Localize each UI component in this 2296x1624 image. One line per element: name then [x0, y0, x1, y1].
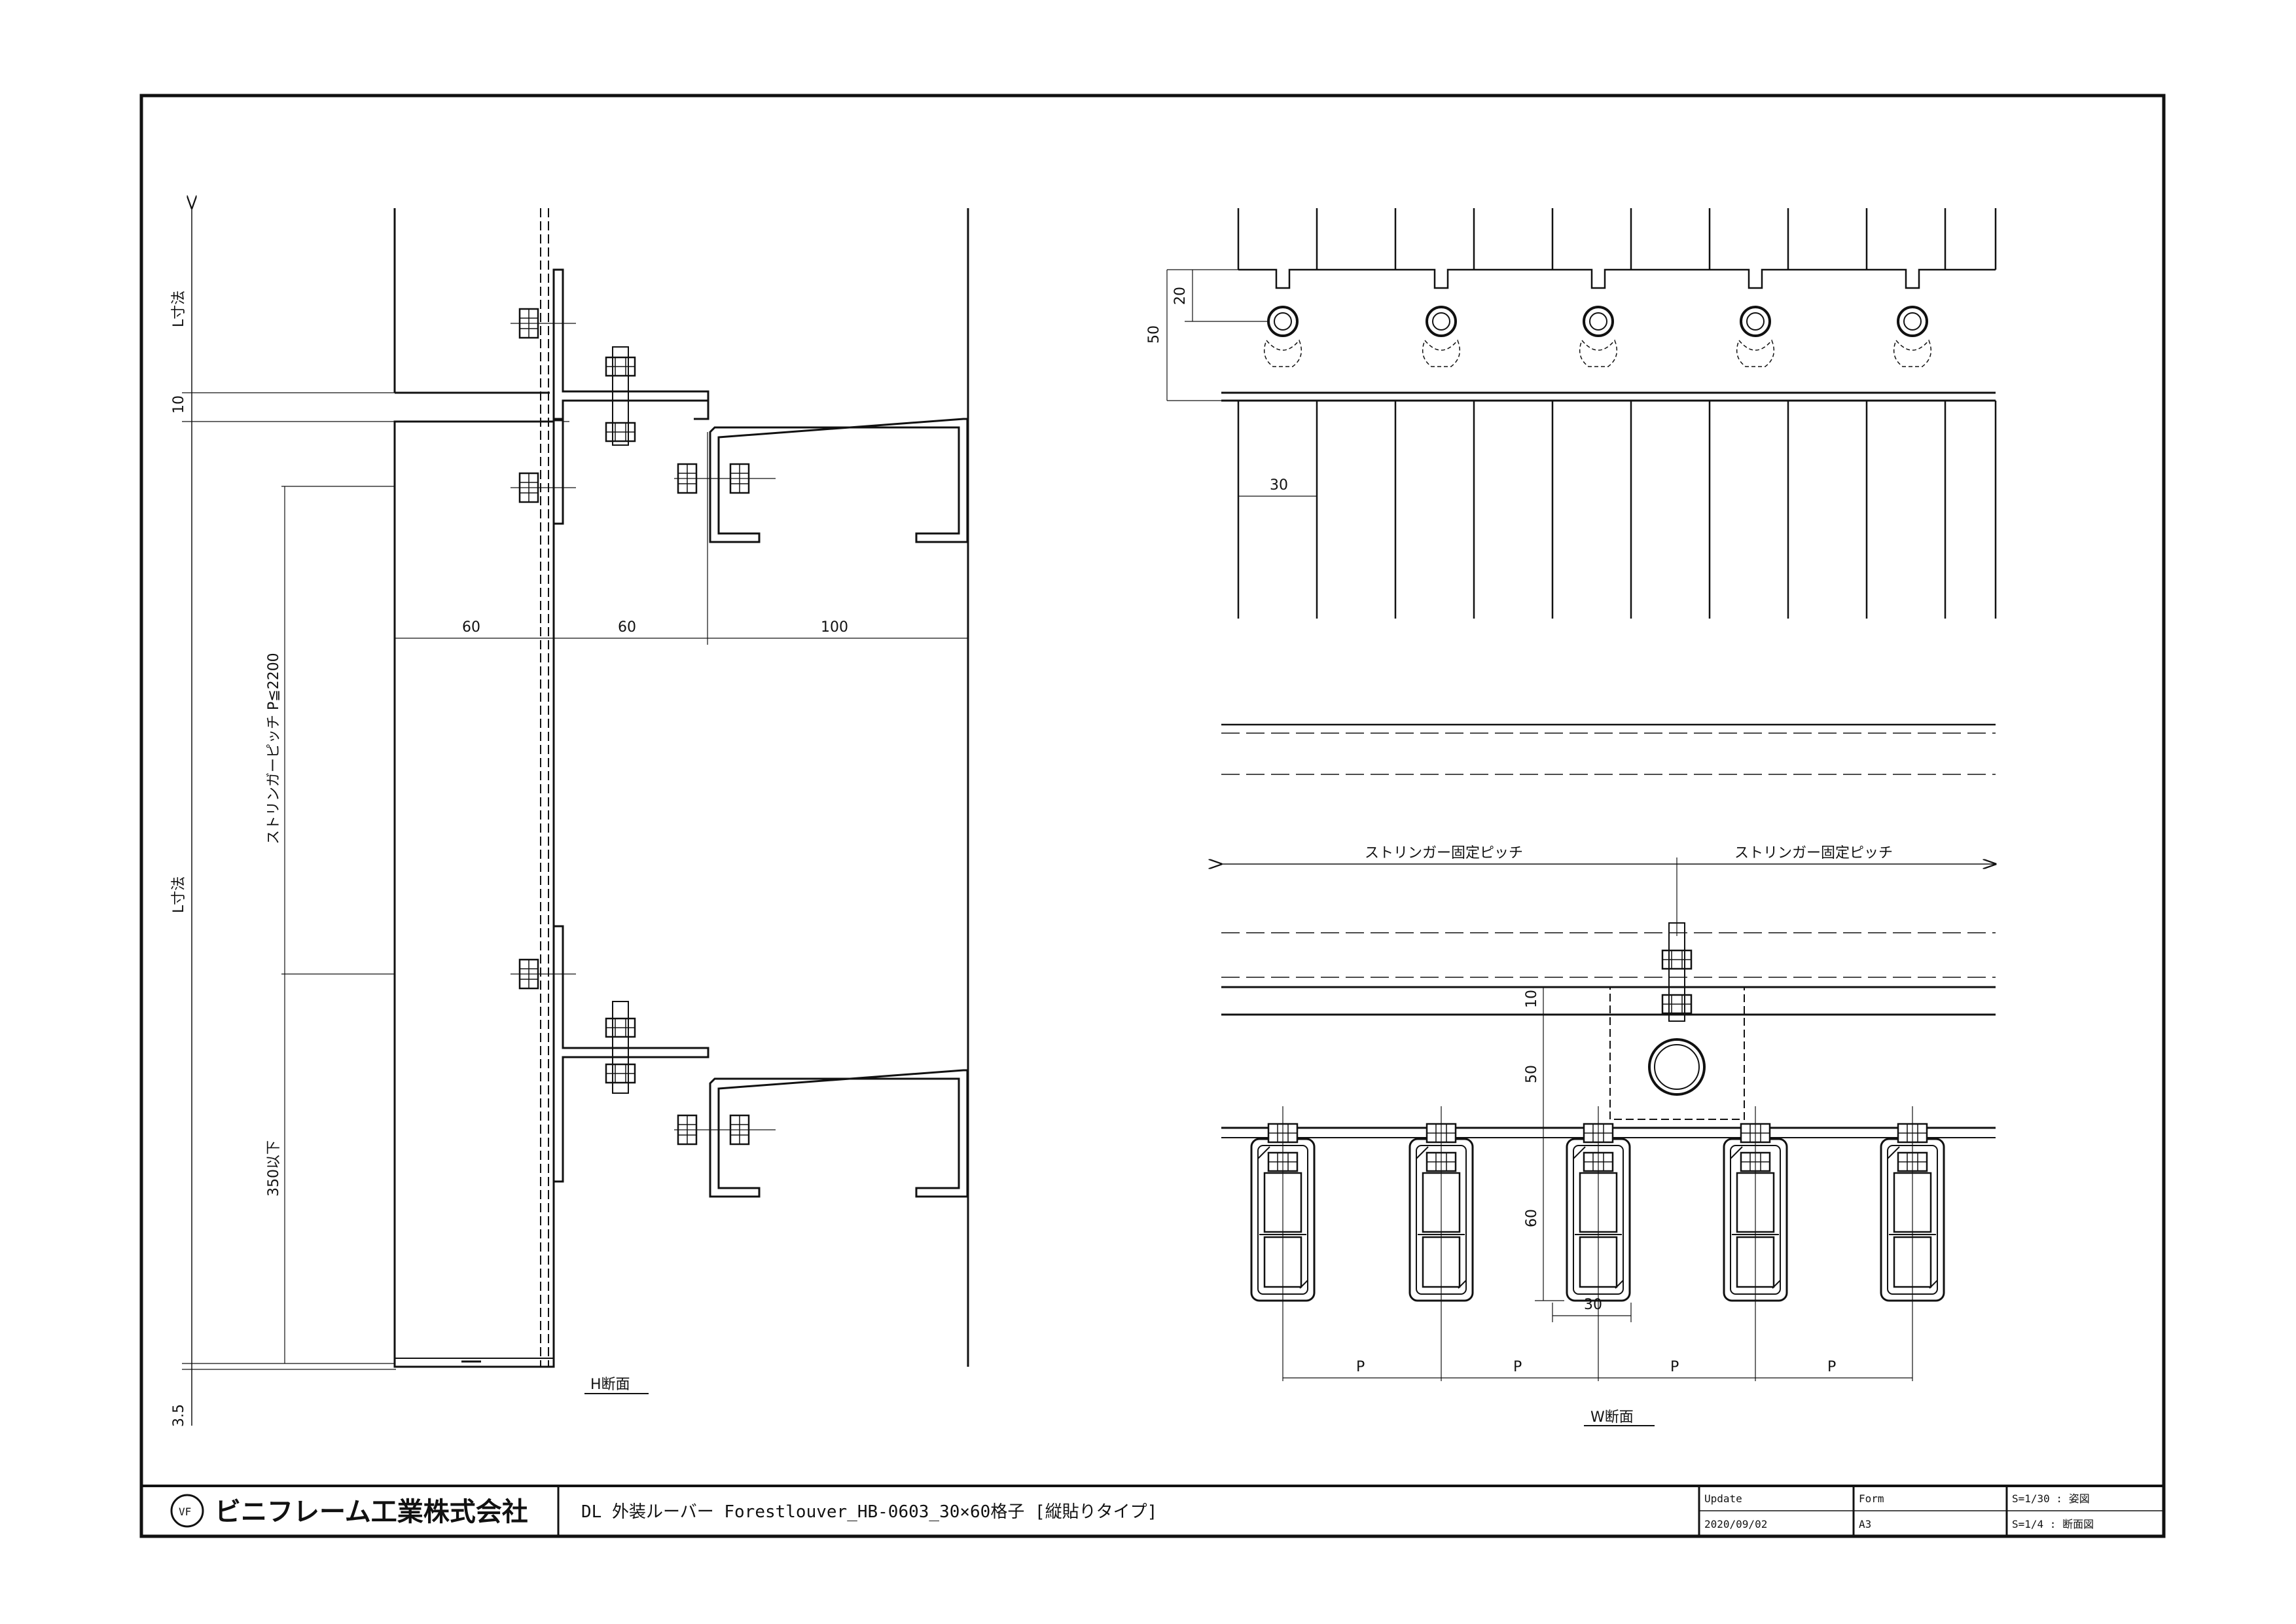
- dim-pitch: ストリンガーピッチ P≦2200: [266, 653, 282, 844]
- dim-l-main: L寸法: [171, 876, 187, 913]
- w-section-label: W断面: [1590, 1409, 1634, 1426]
- dim-60-a: 60: [462, 619, 480, 636]
- company-name: ビニフレーム工業株式会社: [215, 1497, 528, 1527]
- update-date: 2020/09/02: [1704, 1518, 1767, 1530]
- h-section-label: H断面: [590, 1377, 630, 1393]
- company-logo-letters: VF: [179, 1506, 191, 1518]
- h-section-drawing: [182, 208, 969, 1426]
- dim-50-w: 50: [1524, 1065, 1540, 1083]
- title-block: [170, 1486, 2164, 1536]
- pitch-p-1: P: [1356, 1359, 1365, 1375]
- dim-10-w: 10: [1524, 990, 1540, 1008]
- pitch-p-4: P: [1827, 1359, 1836, 1375]
- dim-20: 20: [1172, 287, 1189, 305]
- elevation-drawing: [1166, 208, 1997, 619]
- dim-60-w: 60: [1524, 1209, 1540, 1227]
- outer-frame: [139, 94, 2166, 1538]
- dim-100: 100: [821, 619, 848, 636]
- dim-60-b: 60: [618, 619, 636, 636]
- dim-50-top: 50: [1146, 325, 1162, 344]
- company-logo-mark: [170, 1494, 204, 1528]
- scale-section: S=1/4 : 断面図: [2012, 1518, 2094, 1530]
- pitch-label-left: ストリンガー固定ピッチ: [1365, 845, 1523, 861]
- w-section-drawing: [1221, 723, 1996, 1426]
- dim-l-top: L寸法: [171, 291, 187, 327]
- dim-30-top: 30: [1270, 477, 1288, 494]
- form-label: Form: [1859, 1492, 1884, 1505]
- dim-3-5: 3.5: [171, 1404, 187, 1427]
- pitch-label-right: ストリンガー固定ピッチ: [1734, 845, 1893, 861]
- pitch-p-3: P: [1670, 1359, 1679, 1375]
- dim-10: 10: [171, 395, 187, 414]
- drawing-title: DL 外装ルーバー Forestlouver_HB-0603_30×60格子 […: [581, 1502, 1157, 1522]
- pitch-p-2: P: [1513, 1359, 1522, 1375]
- dim-30-w: 30: [1584, 1297, 1602, 1313]
- scale-elevation: S=1/30 : 姿図: [2012, 1492, 2090, 1505]
- update-label: Update: [1704, 1492, 1742, 1505]
- form-value: A3: [1859, 1518, 1871, 1530]
- dim-350: 350以下: [266, 1140, 282, 1197]
